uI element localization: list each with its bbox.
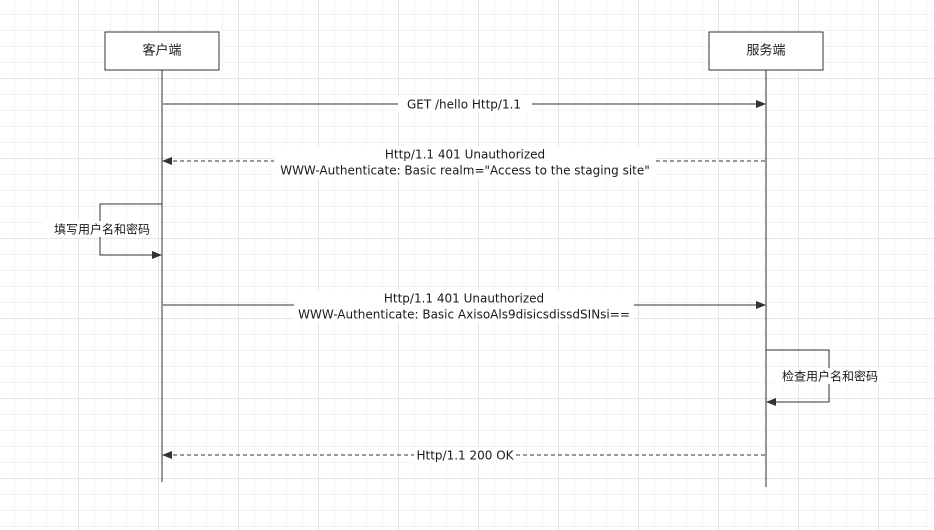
participant-server-label: 服务端 <box>746 43 785 59</box>
message-4: Http/1.1 200 OK <box>162 447 765 463</box>
message-1-label: GET /hello Http/1.1 <box>407 98 521 112</box>
message-1: GET /hello Http/1.1 <box>163 96 766 112</box>
self-message-server-label: 检查用户名和密码 <box>782 369 878 384</box>
message-3-label-bg <box>294 290 634 322</box>
participant-server-box <box>708 31 824 71</box>
message-2-label-bg <box>274 146 656 178</box>
message-3-label-line-2: WWW-Authenticate: Basic AxisoAls9disicsd… <box>298 308 630 322</box>
self-message-server-label-bg <box>774 368 886 384</box>
participant-client-label: 客户端 <box>142 43 181 59</box>
self-message-client-label: 填写用户名和密码 <box>54 222 150 237</box>
participant-client-box <box>104 31 220 71</box>
message-3: Http/1.1 401 Unauthorized WWW-Authentica… <box>163 290 766 322</box>
message-2-label-line-1: Http/1.1 401 Unauthorized <box>385 148 545 162</box>
message-2-label-line-2: WWW-Authenticate: Basic realm="Access to… <box>280 164 650 178</box>
self-message-client: 填写用户名和密码 <box>46 203 162 259</box>
message-4-label-bg <box>414 447 516 463</box>
participant-client: 客户端 <box>104 31 220 71</box>
message-4-label: Http/1.1 200 OK <box>416 449 514 463</box>
message-2: Http/1.1 401 Unauthorized WWW-Authentica… <box>162 146 765 178</box>
message-3-label-line-1: Http/1.1 401 Unauthorized <box>384 292 544 306</box>
self-message-client-label-bg <box>46 221 158 237</box>
message-1-label-bg <box>398 96 532 112</box>
participant-server: 服务端 <box>708 31 824 71</box>
self-message-server: 检查用户名和密码 <box>766 349 886 406</box>
